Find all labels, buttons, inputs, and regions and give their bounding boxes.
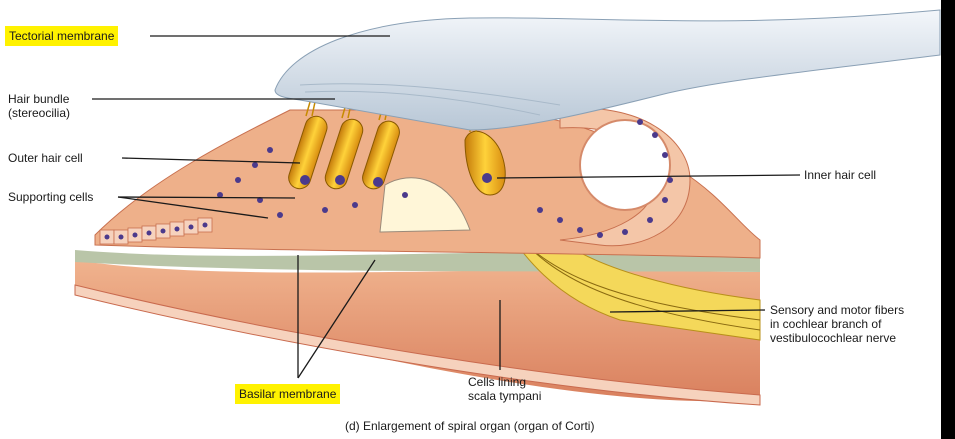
hair-bundle-label: Hair bundle (stereocilia)	[8, 92, 70, 120]
supporting-cells-label: Supporting cells	[8, 190, 93, 204]
sensory-motor-fibers-label: Sensory and motor fibers in cochlear bra…	[770, 303, 904, 345]
outer-hair-cell-label: Outer hair cell	[8, 151, 83, 165]
hair-bundle-label-line1: Hair bundle	[8, 92, 70, 106]
right-border-bar	[941, 0, 955, 439]
tectorial-membrane-label: Tectorial membrane	[5, 26, 118, 46]
basilar-membrane-label: Basilar membrane	[235, 384, 340, 404]
cells-lining-scala-tympani-label: Cells lining scala tympani	[468, 375, 541, 403]
cells-lining-line1: Cells lining	[468, 375, 541, 389]
cells-lining-line2: scala tympani	[468, 389, 541, 403]
sensory-label-line2: in cochlear branch of	[770, 317, 904, 331]
inner-hair-cell-label: Inner hair cell	[804, 168, 876, 182]
hair-bundle-label-line2: (stereocilia)	[8, 106, 70, 120]
figure-caption: (d) Enlargement of spiral organ (organ o…	[345, 419, 594, 433]
sensory-label-line1: Sensory and motor fibers	[770, 303, 904, 317]
sensory-label-line3: vestibulocochlear nerve	[770, 331, 904, 345]
